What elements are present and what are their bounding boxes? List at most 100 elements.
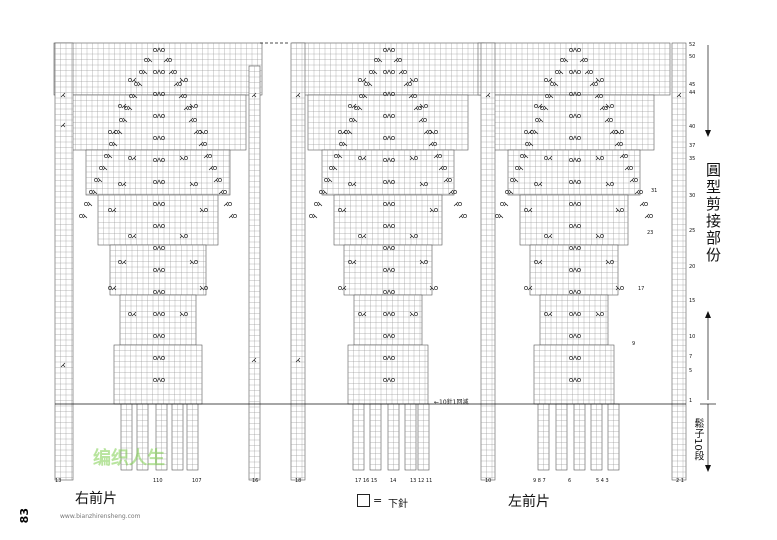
- decrease-symbol: [579, 57, 585, 63]
- yarn-over-symbol: [134, 82, 138, 86]
- decrease-symbol: [547, 311, 553, 317]
- yarn-over-symbol: [314, 202, 318, 206]
- decrease-symbol: [142, 69, 148, 75]
- yarn-over-symbol: [629, 166, 633, 170]
- decrease-symbol: [547, 155, 553, 161]
- double-decrease-symbol: [386, 333, 392, 339]
- decrease-symbol: [189, 103, 195, 109]
- decrease-symbol: [199, 285, 205, 291]
- bottom-number: 13: [55, 478, 62, 484]
- decrease-symbol: [538, 117, 544, 123]
- yarn-over-symbol: [161, 334, 165, 338]
- yarn-over-symbol: [99, 166, 103, 170]
- decrease-symbol: [584, 69, 590, 75]
- decrease-symbol: [428, 141, 434, 147]
- decrease-symbol: [563, 57, 569, 63]
- decrease-symbol: [485, 92, 491, 98]
- yarn-over-symbol: [153, 378, 157, 382]
- yarn-over-symbol: [194, 260, 198, 264]
- decrease-symbol: [131, 233, 137, 239]
- yarn-over-symbol: [188, 106, 192, 110]
- decrease-symbol: [208, 165, 214, 171]
- grid-block: [53, 42, 263, 96]
- row-number: 1: [689, 398, 692, 404]
- yarn-over-symbol: [534, 104, 538, 108]
- yarn-over-symbol: [620, 130, 624, 134]
- yarn-over-symbol: [203, 142, 207, 146]
- yarn-over-symbol: [414, 234, 418, 238]
- yarn-over-symbol: [577, 268, 581, 272]
- yarn-over-symbol: [153, 158, 157, 162]
- double-decrease-symbol: [156, 179, 162, 185]
- double-decrease-symbol: [386, 245, 392, 251]
- row-number: 40: [689, 124, 695, 130]
- decrease-symbol: [367, 81, 373, 87]
- yarn-over-symbol: [577, 378, 581, 382]
- arrow-down-icon: [705, 130, 711, 137]
- decrease-symbol: [362, 93, 368, 99]
- decrease-symbol: [295, 92, 301, 98]
- double-decrease-symbol: [156, 333, 162, 339]
- decrease-symbol: [111, 129, 117, 135]
- double-decrease-symbol: [156, 113, 162, 119]
- yarn-over-symbol: [348, 182, 352, 186]
- decrease-symbol: [595, 311, 601, 317]
- right-front-label: 右前片: [75, 491, 117, 507]
- decrease-symbol: [361, 155, 367, 161]
- double-decrease-symbol: [572, 113, 578, 119]
- yarn-over-symbol: [577, 224, 581, 228]
- decrease-symbol: [179, 311, 185, 317]
- yarn-over-symbol: [369, 70, 373, 74]
- decrease-symbol: [199, 129, 205, 135]
- decrease-symbol: [403, 81, 409, 87]
- yarn-over-symbol: [391, 290, 395, 294]
- decrease-symbol: [337, 153, 343, 159]
- decrease-symbol: [87, 201, 93, 207]
- double-decrease-symbol: [156, 311, 162, 317]
- decrease-symbol: [102, 165, 108, 171]
- yarn-over-symbol: [544, 156, 548, 160]
- yarn-over-symbol: [383, 356, 387, 360]
- row-number: 37: [689, 143, 695, 149]
- yarn-over-symbol: [391, 48, 395, 52]
- yarn-over-symbol: [184, 312, 188, 316]
- double-decrease-symbol: [156, 201, 162, 207]
- yarn-over-symbol: [383, 224, 387, 228]
- yarn-over-symbol: [338, 208, 342, 212]
- decrease-symbol: [553, 81, 559, 87]
- grid-block: [539, 294, 609, 346]
- yarn-over-symbol: [223, 190, 227, 194]
- yarn-over-symbol: [577, 180, 581, 184]
- yarn-over-symbol: [79, 214, 83, 218]
- panel-row-mark: 23: [647, 230, 653, 236]
- bottom-number: 5 4 3: [596, 478, 609, 484]
- row-number: 15: [689, 298, 695, 304]
- decrease-symbol: [189, 181, 195, 187]
- yarn-over-symbol: [383, 114, 387, 118]
- yarn-over-symbol: [349, 118, 353, 122]
- yarn-over-symbol: [634, 178, 638, 182]
- decrease-note: ←10針1回減: [434, 399, 469, 406]
- decrease-symbol: [131, 77, 137, 83]
- grid-block: [533, 344, 615, 405]
- yarn-over-symbol: [383, 70, 387, 74]
- yarn-over-symbol: [358, 156, 362, 160]
- yarn-over-symbol: [398, 58, 402, 62]
- yarn-over-symbol: [153, 246, 157, 250]
- yarn-over-symbol: [577, 356, 581, 360]
- yarn-over-symbol: [414, 78, 418, 82]
- yarn-over-symbol: [391, 158, 395, 162]
- yarn-over-symbol: [194, 182, 198, 186]
- yarn-over-symbol: [515, 166, 519, 170]
- yarn-over-symbol: [338, 286, 342, 290]
- decrease-symbol: [409, 77, 415, 83]
- yarn-over-symbol: [418, 106, 422, 110]
- yarn-over-symbol: [109, 142, 113, 146]
- yarn-over-symbol: [128, 234, 132, 238]
- decrease-symbol: [409, 311, 415, 317]
- yarn-over-symbol: [609, 118, 613, 122]
- decrease-symbol: [117, 129, 123, 135]
- double-decrease-symbol: [572, 47, 578, 53]
- yarn-over-symbol: [153, 312, 157, 316]
